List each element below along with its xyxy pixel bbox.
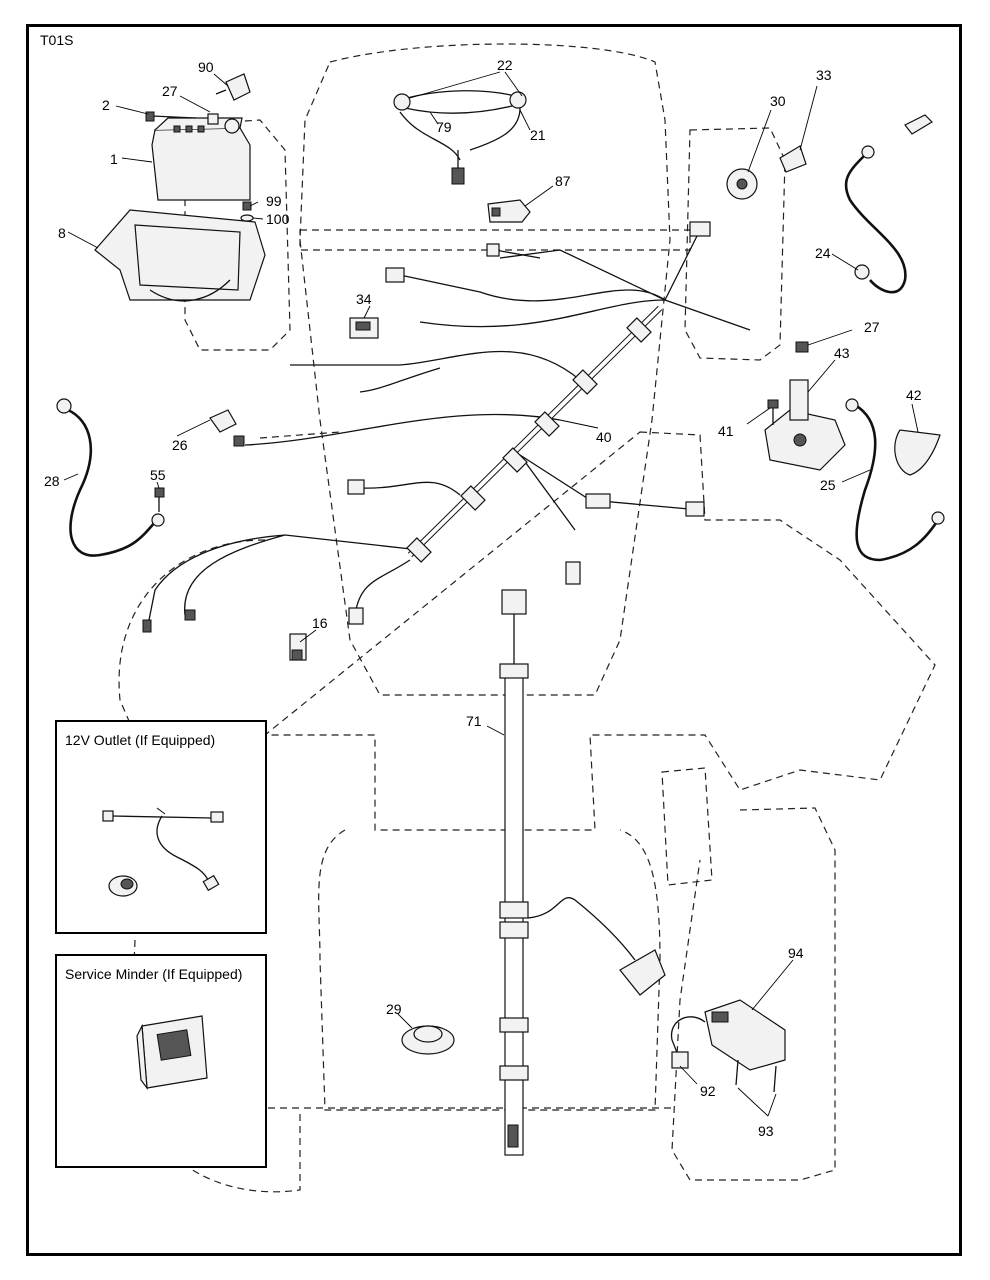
fuse-holder [209,409,245,447]
pto-switch [349,317,379,339]
diagram-frame [26,24,962,1256]
callout-34: 34 [356,291,372,307]
service-minder-display [136,1015,208,1091]
rear-leads [142,534,286,633]
fender-right-outline [671,807,836,1181]
frame-outline [259,431,936,831]
callout-79: 79 [436,119,452,135]
service-minder-drawing [136,1015,208,1091]
interlock-connector [671,1016,706,1069]
module-screws [735,1059,777,1093]
ignition-key [779,145,807,173]
callout-1: 1 [110,151,118,167]
callout-30: 30 [770,93,786,109]
callout-93: 93 [758,1123,774,1139]
callout-42: 42 [906,387,922,403]
solenoid-bolt [767,399,779,425]
callout-94: 94 [788,945,804,961]
battery-nut [207,113,219,125]
callout-22: 22 [497,57,513,73]
tray-bolt [240,201,254,222]
callout-90: 90 [198,59,214,75]
callout-100: 100 [266,211,290,227]
callout-41: 41 [718,423,734,439]
battery [151,117,251,201]
leader-lines [63,71,919,1117]
callout-26: 26 [172,437,188,453]
seat-switch [289,633,307,661]
seat-deck-outline [318,829,661,1111]
battery-tray-outline [184,119,291,351]
outlet-inset: 12V Outlet (If Equipped) [55,720,267,934]
callout-27-battery: 27 [162,83,178,99]
lift-handle-outline [661,767,713,886]
battery-tray [94,209,266,302]
service-minder-inset-title: Service Minder (If Equipped) [65,966,243,982]
callout-25: 25 [820,477,836,493]
callout-55: 55 [150,467,166,483]
diagram-code: T01S [40,32,74,48]
headlight-harness [393,90,527,185]
ground-cable [56,398,165,557]
outlet-socket [108,875,138,897]
callout-16: 16 [312,615,328,631]
callout-8: 8 [58,225,66,241]
light-switch [487,199,531,223]
callout-21: 21 [530,127,546,143]
right-pod-outline [684,127,786,361]
callout-24: 24 [815,245,831,261]
main-harness [244,221,751,625]
callout-71: 71 [466,713,482,729]
callout-92: 92 [700,1083,716,1099]
callout-2: 2 [102,97,110,113]
service-minder-inset: Service Minder (If Equipped) [55,954,267,1168]
starter-cable [845,398,945,562]
rear-harness [499,589,666,1156]
alarm-horn [401,1025,455,1055]
positive-cable [844,114,933,294]
starter-solenoid [764,379,846,471]
interlock-module [704,999,786,1071]
callout-27-solenoid: 27 [864,319,880,335]
callout-29: 29 [386,1001,402,1017]
callout-99: 99 [266,193,282,209]
callout-87: 87 [555,173,571,189]
outlet-harness [102,807,224,892]
hood-outline [299,43,671,696]
callout-43: 43 [834,345,850,361]
callout-33: 33 [816,67,832,83]
terminal-cover [215,73,251,101]
ground-bolt [154,487,165,512]
callout-40: 40 [596,429,612,445]
battery-bolt [145,111,197,122]
solenoid-nut [795,341,809,353]
ignition-switch [726,168,758,200]
terminal-boot [894,429,941,476]
callout-28: 28 [44,473,60,489]
outlet-inset-drawing [102,807,224,897]
outlet-inset-title: 12V Outlet (If Equipped) [65,732,216,748]
